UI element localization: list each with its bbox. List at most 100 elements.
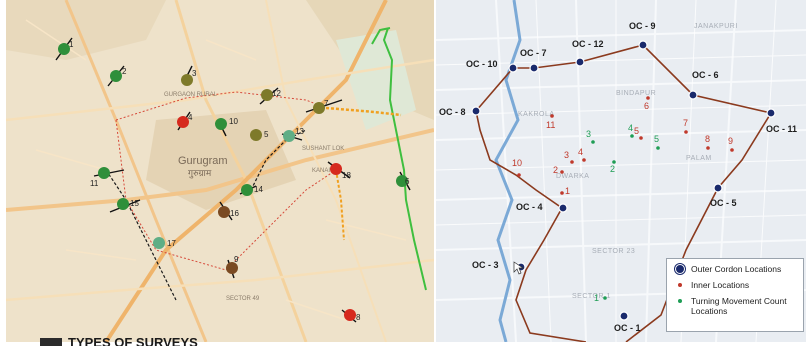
survey-marker[interactable]: 1 (55, 37, 74, 61)
survey-marker[interactable]: 18 (327, 161, 351, 180)
inner-location[interactable]: 1 (560, 186, 570, 196)
turning-location[interactable]: 5 (654, 134, 660, 150)
inner-dot (517, 173, 521, 177)
cursor-icon (513, 261, 525, 275)
inner-dot (582, 158, 586, 162)
turning-location[interactable]: 2 (610, 160, 616, 174)
survey-marker[interactable]: 17 (153, 237, 176, 249)
outer-cordon-marker[interactable]: OC - 10 (466, 59, 518, 73)
marker-dot (313, 102, 325, 114)
survey-marker[interactable]: 13 (281, 127, 304, 142)
turning-label: 5 (654, 134, 659, 144)
survey-marker[interactable]: 15 (109, 198, 141, 213)
road-major (64, 0, 208, 342)
terrain-patch (6, 0, 166, 60)
survey-marker[interactable]: 12 (259, 87, 281, 105)
river (494, 0, 522, 342)
inner-location[interactable]: 4 (578, 147, 586, 162)
marker-label: 13 (295, 127, 304, 136)
metro-line (382, 27, 427, 291)
survey-route-black (250, 129, 307, 191)
marker-dot (98, 167, 110, 179)
marker-dot (117, 198, 129, 210)
inner-dot (730, 148, 734, 152)
metro-line (371, 27, 391, 45)
oc-dot (766, 108, 776, 118)
outer-cordon-marker[interactable]: OC - 8 (439, 106, 481, 117)
marker-dot (181, 74, 193, 86)
survey-marker[interactable]: 16 (218, 201, 239, 221)
inner-location-icon (673, 280, 687, 290)
legend-turning: Turning Movement Count Locations (673, 296, 799, 316)
marker-dot (215, 118, 227, 130)
inner-location[interactable]: 2 (553, 165, 564, 175)
survey-marker[interactable]: 7 (305, 99, 343, 114)
turning-dot (603, 296, 607, 300)
oc-label: OC - 8 (439, 107, 466, 117)
inner-dot (684, 130, 688, 134)
area-label: SUSHANT LOK (302, 146, 344, 152)
outer-cordon-marker[interactable]: OC - 6 (688, 70, 719, 100)
outer-cordon-marker[interactable]: OC - 5 (710, 183, 737, 208)
marker-label: 5 (264, 130, 269, 139)
marker-dot (396, 175, 408, 187)
oc-dot (713, 183, 723, 193)
inner-label: 5 (634, 126, 639, 136)
area-label: DWARKA (556, 173, 589, 180)
outer-cordon-marker[interactable]: OC - 7 (520, 48, 547, 73)
inner-label: 7 (683, 118, 688, 128)
marker-label: 7 (324, 99, 329, 108)
marker-dot (283, 130, 295, 142)
marker-label: 6 (405, 177, 410, 186)
survey-marker[interactable]: 2 (107, 65, 127, 87)
survey-marker[interactable]: 14 (239, 184, 263, 196)
inner-label: 10 (512, 158, 522, 168)
outer-cordon-marker[interactable]: OC - 4 (516, 202, 568, 213)
turning-label: 3 (586, 129, 591, 139)
turning-location[interactable]: 4 (628, 123, 634, 138)
outer-cordon-marker[interactable]: OC - 1 (614, 311, 641, 333)
inner-location[interactable]: 11 (546, 114, 555, 130)
inner-label: 9 (728, 136, 733, 146)
gurugram-map[interactable]: GURGAON RURAL SUSHANT LOK KANAI SECTOR 4… (6, 0, 434, 342)
area-label: SECTOR 23 (592, 248, 635, 255)
survey-marker[interactable]: 9 (226, 255, 239, 279)
turning-label: 1 (594, 293, 599, 303)
oc-dot (529, 63, 539, 73)
marker-dot (330, 163, 342, 175)
turning-location[interactable]: 1 (594, 293, 607, 303)
survey-marker[interactable]: 11 (90, 167, 125, 188)
marker-label: 11 (90, 179, 99, 188)
outer-cordon-marker[interactable]: OC - 9 (629, 21, 656, 50)
legend-turning-label: Turning Movement Count Locations (691, 296, 787, 316)
survey-route-red (115, 91, 327, 121)
turning-location[interactable]: 3 (586, 129, 595, 144)
outer-cordon-marker[interactable]: OC - 11 (766, 108, 797, 134)
survey-marker[interactable]: 8 (341, 309, 361, 323)
oc-dot (638, 40, 648, 50)
survey-marker[interactable]: 3 (181, 65, 197, 86)
survey-marker[interactable]: 6 (396, 171, 411, 191)
area-label: PALAM (686, 155, 712, 162)
inner-location[interactable]: 9 (728, 136, 734, 152)
inner-location[interactable]: 7 (683, 118, 688, 134)
oc-label: OC - 4 (516, 202, 543, 212)
oc-label: OC - 7 (520, 48, 547, 58)
inner-dot (560, 191, 564, 195)
survey-marker[interactable]: 4 (177, 111, 193, 131)
survey-marker[interactable]: 10 (215, 117, 238, 137)
survey-route-orange (335, 169, 345, 241)
inner-location[interactable]: 8 (705, 134, 710, 150)
inner-location[interactable]: 3 (564, 150, 574, 164)
oc-label: OC - 5 (710, 198, 737, 208)
outer-cordon-marker[interactable]: OC - 12 (572, 39, 604, 67)
inner-location[interactable]: 5 (634, 126, 643, 140)
legend-inner: Inner Locations (673, 280, 799, 290)
inner-location[interactable]: 6 (644, 96, 650, 111)
turning-dot (612, 160, 616, 164)
area-label: KANAI (312, 168, 330, 174)
marker-label: 17 (167, 239, 176, 248)
oc-label: OC - 3 (472, 260, 499, 270)
survey-marker[interactable]: 5 (250, 129, 269, 141)
inner-location[interactable]: 10 (512, 158, 522, 177)
